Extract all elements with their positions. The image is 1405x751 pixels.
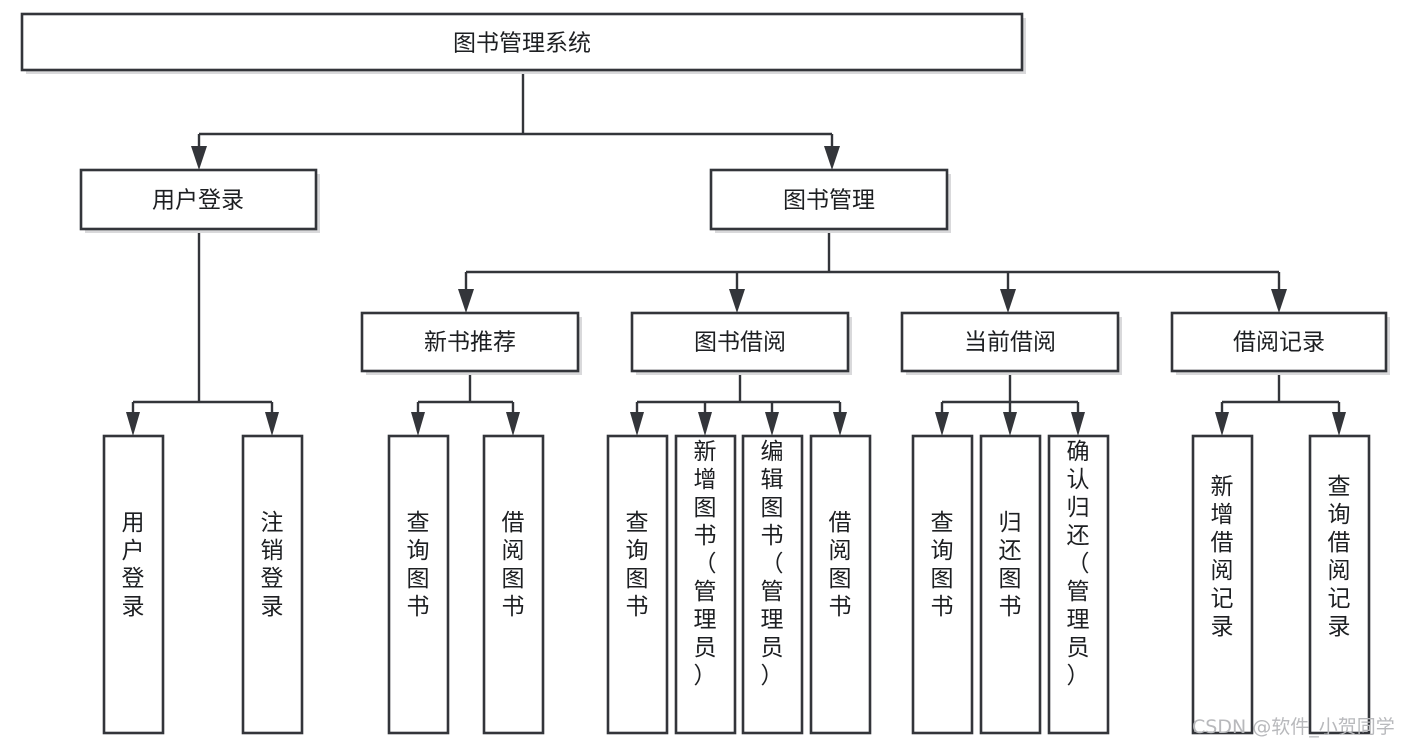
node-leaf-1[interactable]: 用户登录 — [102, 434, 165, 735]
node-borrow-box[interactable] — [630, 311, 850, 373]
node-bookmgmt-label: 图书管理 — [783, 188, 875, 214]
node-leaf-3[interactable]: 查询图书 — [387, 434, 450, 735]
node-leaf-2[interactable]: 注销登录 — [241, 434, 304, 735]
node-leaf-9[interactable]: 查询图书 — [911, 434, 974, 735]
node-leaf-9-label: 查询图书 — [931, 510, 954, 620]
node-leaf-1-label: 用户登录 — [122, 510, 145, 620]
node-current-box[interactable] — [900, 311, 1120, 373]
node-leaf-4-label: 借阅图书 — [502, 510, 525, 620]
node-records-label: 借阅记录 — [1233, 330, 1325, 356]
node-leaf-11-box[interactable] — [1047, 434, 1110, 735]
node-leaf-11[interactable]: 确认归还（管理员） — [1047, 434, 1110, 735]
node-root-box[interactable] — [20, 12, 1024, 72]
node-leaf-3-label: 查询图书 — [407, 510, 430, 620]
node-leaf-6[interactable]: 新增图书（管理员） — [674, 434, 737, 735]
node-leaf-3-box[interactable] — [387, 434, 450, 735]
node-root-label: 图书管理系统 — [453, 31, 591, 57]
node-leaf-9-box[interactable] — [911, 434, 974, 735]
node-login[interactable]: 用户登录 — [79, 168, 320, 233]
node-leaf-2-label: 注销登录 — [261, 510, 284, 620]
edge-bookmgmt-to-level2 — [458, 233, 1287, 313]
node-leaf-13-box[interactable] — [1308, 434, 1371, 735]
edge-login-to-leaves — [126, 233, 279, 436]
edge-records-to-leaves — [1215, 375, 1346, 436]
node-leaf-10[interactable]: 归还图书 — [979, 434, 1042, 735]
node-leaf-7[interactable]: 编辑图书（管理员） — [741, 434, 804, 735]
node-leaf-2-box[interactable] — [241, 434, 304, 735]
node-bookmgmt-box[interactable] — [709, 168, 949, 231]
node-leaf-5-label: 查询图书 — [626, 510, 649, 620]
node-leaf-6-box[interactable] — [674, 434, 737, 735]
node-current[interactable]: 当前借阅 — [900, 311, 1122, 375]
node-borrow-label: 图书借阅 — [694, 330, 786, 356]
node-leaf-13-label: 查询借阅记录 — [1328, 474, 1351, 640]
node-records[interactable]: 借阅记录 — [1170, 311, 1390, 375]
node-borrow[interactable]: 图书借阅 — [630, 311, 852, 375]
node-leaf-4-box[interactable] — [482, 434, 545, 735]
edge-root-to-level1 — [191, 74, 840, 170]
node-root[interactable]: 图书管理系统 — [20, 12, 1026, 74]
node-leaf-8[interactable]: 借阅图书 — [809, 434, 872, 735]
node-leaf-1-box[interactable] — [102, 434, 165, 735]
node-leaf-5-box[interactable] — [606, 434, 669, 735]
leaf-node-layer: 用户登录 注销登录 查询图书 借阅图书 查询图书 新增图书（管理员） — [102, 434, 1371, 735]
node-newbook-box[interactable] — [360, 311, 580, 373]
node-leaf-4[interactable]: 借阅图书 — [482, 434, 545, 735]
edge-newbook-to-leaves — [411, 375, 520, 436]
node-leaf-11-label: 确认归还（管理员） — [1067, 439, 1090, 689]
connector-layer — [126, 74, 1346, 436]
node-leaf-8-box[interactable] — [809, 434, 872, 735]
node-current-label: 当前借阅 — [964, 330, 1056, 356]
node-leaf-12-label: 新增借阅记录 — [1211, 474, 1234, 640]
node-newbook[interactable]: 新书推荐 — [360, 311, 582, 375]
node-leaf-6-label: 新增图书（管理员） — [694, 439, 717, 689]
node-leaf-12-box[interactable] — [1191, 434, 1254, 735]
node-leaf-10-label: 归还图书 — [999, 510, 1022, 620]
node-leaf-7-box[interactable] — [741, 434, 804, 735]
node-newbook-label: 新书推荐 — [424, 330, 516, 356]
node-leaf-8-label: 借阅图书 — [829, 510, 852, 620]
node-bookmgmt[interactable]: 图书管理 — [709, 168, 951, 233]
node-leaf-13[interactable]: 查询借阅记录 — [1308, 434, 1371, 735]
edge-borrow-to-leaves — [630, 375, 847, 436]
node-login-label: 用户登录 — [152, 188, 244, 214]
node-leaf-10-box[interactable] — [979, 434, 1042, 735]
node-leaf-5[interactable]: 查询图书 — [606, 434, 669, 735]
node-leaf-12[interactable]: 新增借阅记录 — [1191, 434, 1254, 735]
node-records-box[interactable] — [1170, 311, 1388, 373]
node-login-box[interactable] — [79, 168, 318, 231]
csdn-watermark: CSDN @软件_小贺同学 — [1192, 716, 1395, 738]
node-leaf-7-label: 编辑图书（管理员） — [761, 439, 784, 689]
edge-current-to-leaves — [935, 375, 1085, 436]
